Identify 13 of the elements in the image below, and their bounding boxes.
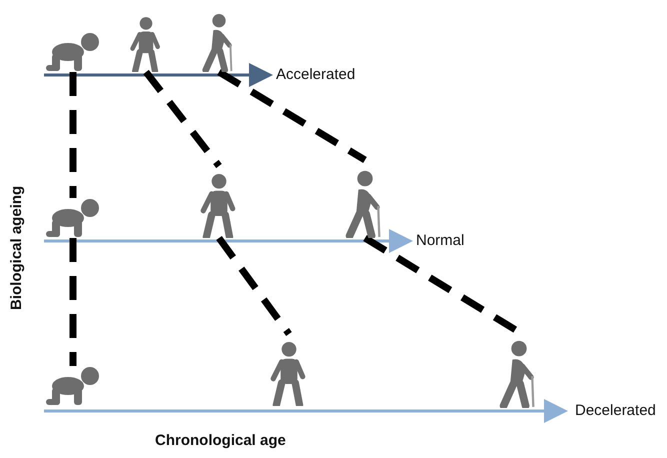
dashed-line [143,70,222,168]
dashed-line [217,69,367,163]
axis-label: Biological ageing [8,186,25,310]
crawling-baby-icon [44,198,102,238]
arrow-label: Normal [416,232,464,249]
crawling-baby-icon [44,32,102,72]
dashed-line [70,72,76,198]
dashed-line [70,238,76,366]
arrow-label: Decelerated [575,402,656,419]
arrow-label: Accelerated [276,66,356,83]
axis-label: Chronological age [155,432,286,449]
dashed-line [216,236,292,336]
crawling-baby-icon [44,366,102,406]
